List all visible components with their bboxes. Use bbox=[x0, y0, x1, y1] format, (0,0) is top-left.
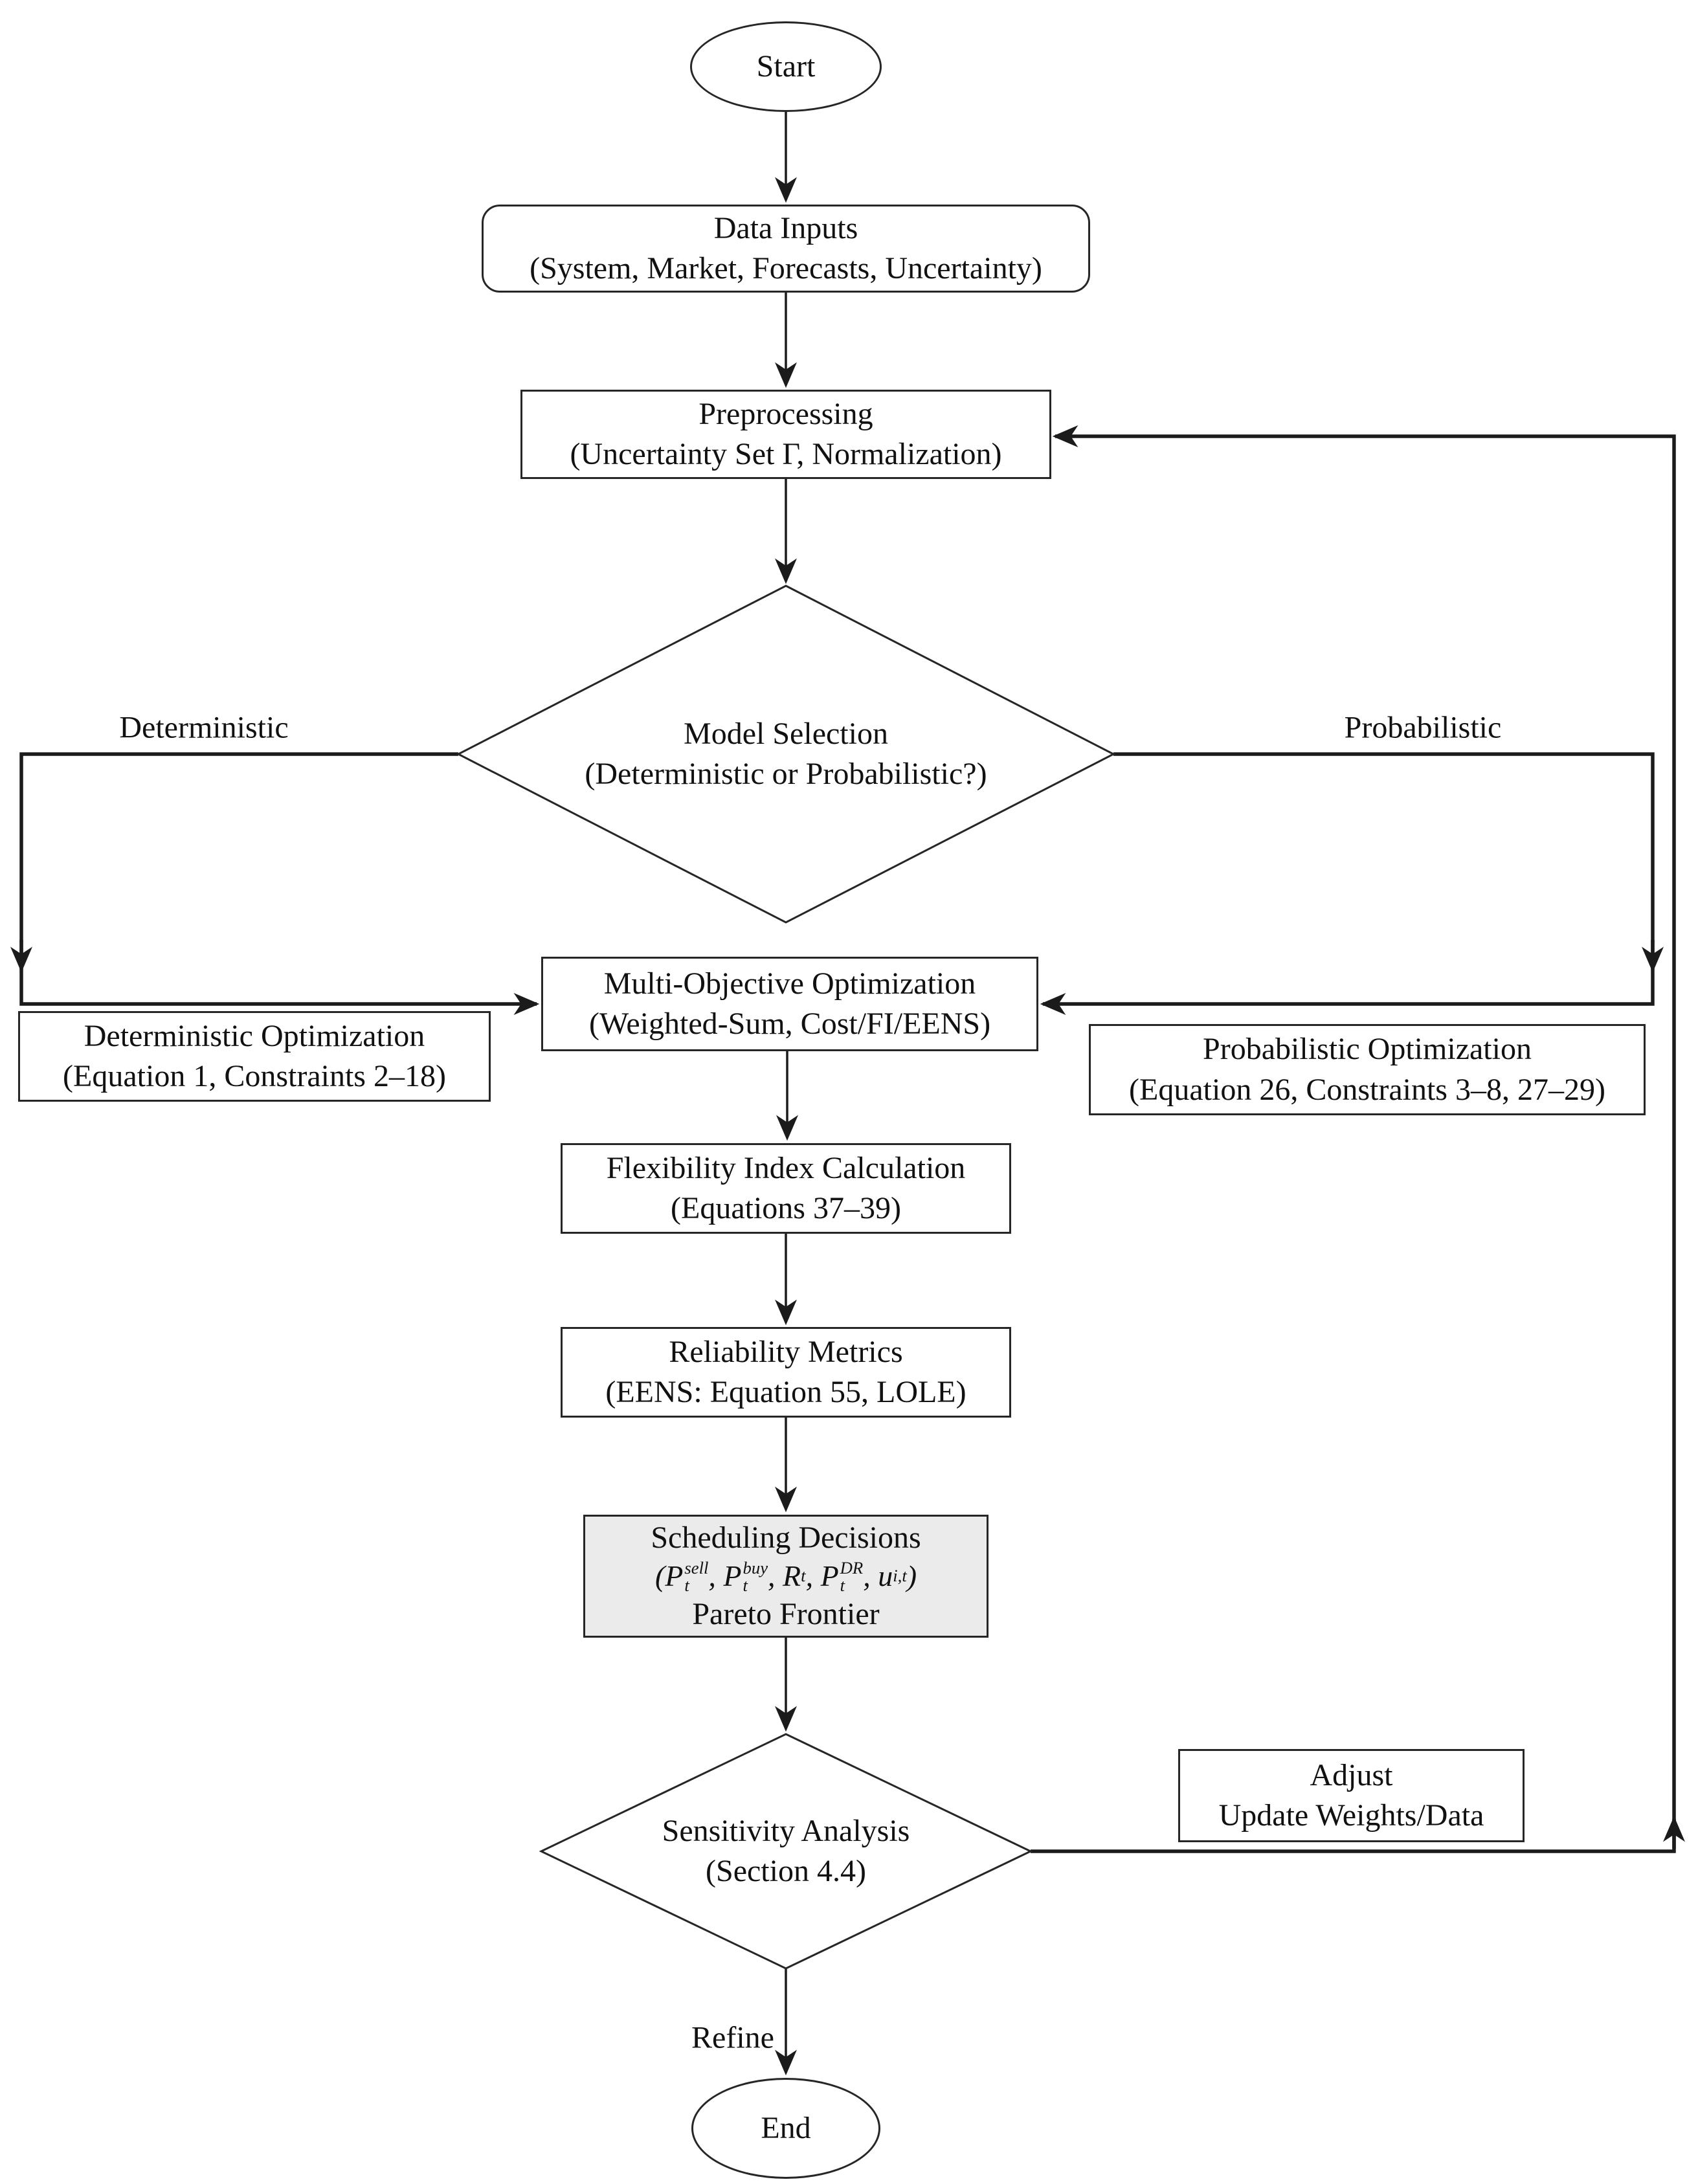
reliability-metrics-node: Reliability Metrics (EENS: Equation 55, … bbox=[561, 1327, 1011, 1418]
start-node: Start bbox=[690, 21, 882, 112]
sensitivity-analysis-node: Sensitivity Analysis (Section 4.4) bbox=[592, 1793, 980, 1910]
sensitivity-analysis-diamond bbox=[539, 1733, 1033, 1970]
preprocessing-node: Preprocessing (Uncertainty Set Γ, Normal… bbox=[520, 390, 1051, 479]
deterministic-optimization-node: Deterministic Optimization (Equation 1, … bbox=[18, 1011, 491, 1102]
adjust-line2: Update Weights/Data bbox=[1218, 1798, 1484, 1833]
preprocessing-title: Preprocessing bbox=[698, 396, 873, 431]
multi-objective-subtitle: (Weighted-Sum, Cost/FI/EENS) bbox=[588, 1007, 991, 1041]
edge-branch-probabilistic bbox=[1040, 752, 1655, 1015]
scheduling-decisions-title: Scheduling Decisions bbox=[651, 1521, 921, 1555]
model-selection-subtitle: (Deterministic or Probabilistic?) bbox=[585, 757, 987, 791]
flexibility-index-node: Flexibility Index Calculation (Equations… bbox=[561, 1143, 1011, 1234]
edge-feedback-adjust-loop bbox=[1031, 425, 1676, 1853]
branch-label-deterministic: Deterministic bbox=[119, 710, 289, 745]
reliability-metrics-title: Reliability Metrics bbox=[669, 1334, 903, 1369]
probabilistic-optimization-title: Probabilistic Optimization bbox=[1203, 1032, 1532, 1067]
multi-objective-node: Multi-Objective Optimization (Weighted-S… bbox=[541, 957, 1038, 1051]
multi-objective-title: Multi-Objective Optimization bbox=[603, 966, 976, 1001]
sensitivity-analysis-title: Sensitivity Analysis bbox=[662, 1813, 910, 1848]
data-inputs-subtitle: (System, Market, Forecasts, Uncertainty) bbox=[530, 251, 1042, 285]
end-label: End bbox=[761, 2110, 811, 2145]
edge-branch-deterministic bbox=[19, 752, 540, 1015]
probabilistic-optimization-node: Probabilistic Optimization (Equation 26,… bbox=[1089, 1024, 1646, 1115]
scheduling-decisions-pareto: Pareto Frontier bbox=[692, 1596, 880, 1631]
flexibility-index-title: Flexibility Index Calculation bbox=[606, 1150, 966, 1185]
model-selection-title: Model Selection bbox=[684, 716, 888, 751]
model-selection-node: Model Selection (Deterministic or Probab… bbox=[527, 696, 1045, 812]
edge-label-refine: Refine bbox=[691, 2020, 774, 2055]
adjust-line1: Adjust bbox=[1310, 1757, 1393, 1792]
branch-label-probabilistic: Probabilistic bbox=[1344, 710, 1502, 745]
data-inputs-node: Data Inputs (System, Market, Forecasts, … bbox=[482, 205, 1090, 293]
end-node: End bbox=[691, 2078, 880, 2179]
probabilistic-optimization-subtitle: (Equation 26, Constraints 3–8, 27–29) bbox=[1129, 1072, 1605, 1107]
sensitivity-analysis-subtitle: (Section 4.4) bbox=[706, 1854, 866, 1888]
adjust-node: Adjust Update Weights/Data bbox=[1178, 1749, 1525, 1842]
deterministic-optimization-title: Deterministic Optimization bbox=[84, 1018, 425, 1053]
reliability-metrics-subtitle: (EENS: Equation 55, LOLE) bbox=[605, 1375, 966, 1409]
preprocessing-subtitle: (Uncertainty Set Γ, Normalization) bbox=[570, 437, 1002, 471]
flexibility-index-subtitle: (Equations 37–39) bbox=[671, 1191, 901, 1225]
start-label: Start bbox=[756, 49, 816, 84]
model-selection-diamond bbox=[456, 585, 1116, 924]
deterministic-optimization-subtitle: (Equation 1, Constraints 2–18) bbox=[63, 1059, 446, 1093]
data-inputs-title: Data Inputs bbox=[713, 210, 858, 245]
